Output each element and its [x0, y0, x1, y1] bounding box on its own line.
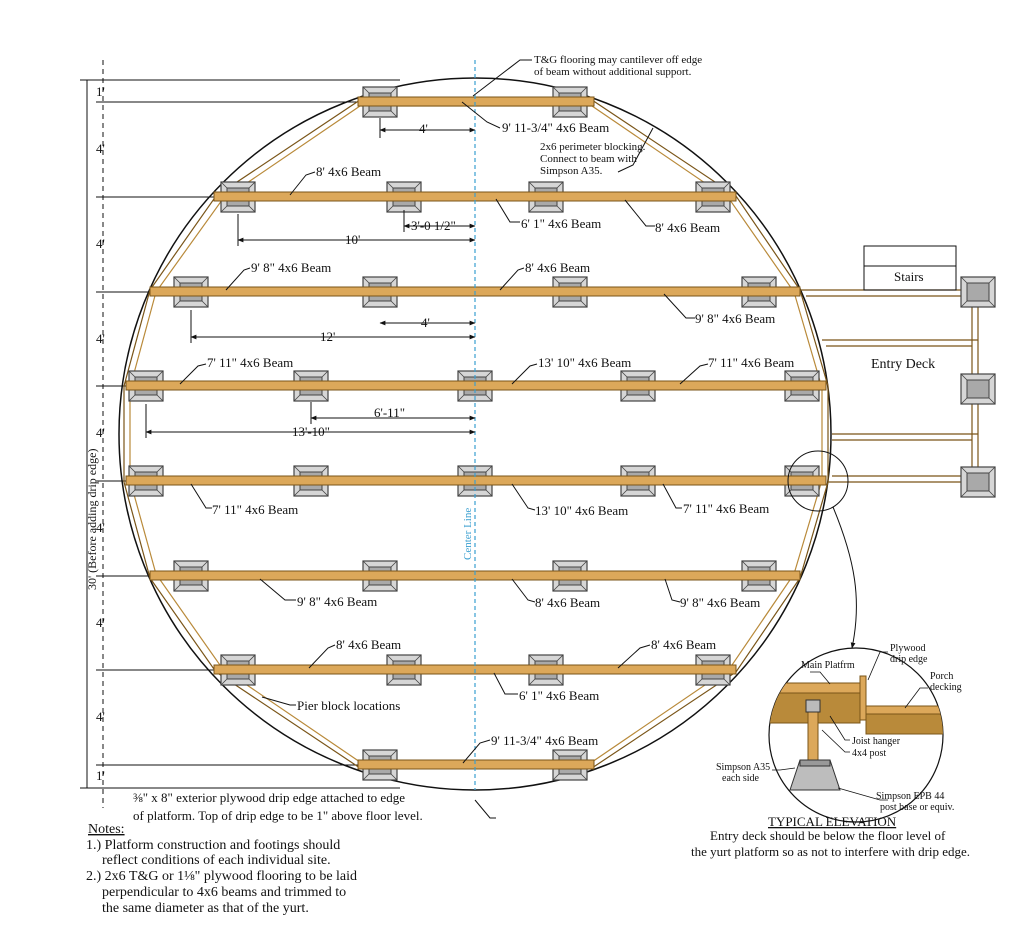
elev-a35-2: each side: [722, 773, 759, 784]
beam-label-r6-left: 9' 8" 4x6 Beam: [297, 594, 377, 609]
drip-edge-line2: of platform. Top of drip edge to be 1" a…: [133, 808, 423, 823]
elev-caption-1: Entry deck should be below the floor lev…: [710, 828, 946, 843]
beam-label-r4-left: 7' 11" 4x6 Beam: [207, 355, 293, 370]
notes: Notes: 1.) Platform construction and foo…: [86, 822, 357, 916]
elev-porch-1: Porch: [930, 671, 953, 682]
pier-block-note: Pier block locations: [297, 698, 400, 713]
beam-labels: 9' 11-3/4" 4x6 Beam 8' 4x6 Beam 6' 1" 4x…: [207, 120, 794, 748]
blocking-note-line3: Simpson A35.: [540, 165, 603, 177]
left-spacing-labels: 1' 4' 4' 4' 4' 4' 4' 4' 1': [96, 84, 105, 783]
dim-12ft: 12': [320, 329, 335, 344]
elev-a35-1: Simpson A35: [716, 762, 770, 773]
spacing-7: 4': [96, 615, 105, 630]
beam-label-r1: 9' 11-3/4" 4x6 Beam: [502, 120, 609, 135]
beam-label-r4-mid: 13' 10" 4x6 Beam: [538, 355, 631, 370]
detail-callout-circle: [787, 450, 849, 512]
spacing-5: 4': [96, 425, 105, 440]
spacing-4: 4': [96, 331, 105, 346]
top-annotations: T&G flooring may cantilever off edge of …: [133, 54, 702, 823]
beam-label-r7-mid: 6' 1" 4x6 Beam: [519, 688, 599, 703]
note-2c: the same diameter as that of the yurt.: [102, 901, 309, 916]
beam-label-r3-right: 9' 8" 4x6 Beam: [695, 311, 775, 326]
elev-epb-2: post base or equiv.: [880, 802, 954, 813]
tg-note-line2: of beam without additional support.: [534, 66, 692, 78]
note-2b: perpendicular to 4x6 beams and trimmed t…: [102, 885, 346, 900]
inner-dimension-lines: [145, 118, 476, 438]
beam-label-r7-right: 8' 4x6 Beam: [651, 637, 716, 652]
elev-epb-1: Simpson EPB 44: [876, 791, 944, 802]
typical-elevation-detail: TYPICAL ELEVATION Main Platfrm Plywood d…: [691, 643, 970, 859]
note-1b: reflect conditions of each individual si…: [102, 853, 331, 868]
elev-main-platform: Main Platfrm: [801, 660, 855, 671]
dim-10ft: 10': [345, 232, 360, 247]
spacing-8: 4': [96, 709, 105, 724]
beam-label-r3-mid: 8' 4x6 Beam: [525, 260, 590, 275]
detail-callout-arrow: [832, 506, 857, 649]
beam-label-r6-right: 9' 8" 4x6 Beam: [680, 595, 760, 610]
elev-porch-2: decking: [930, 682, 962, 693]
beam-label-r4-right: 7' 11" 4x6 Beam: [708, 355, 794, 370]
spacing-9: 1': [96, 768, 105, 783]
beam-label-r3-left: 9' 8" 4x6 Beam: [251, 260, 331, 275]
spacing-1: 1': [96, 84, 105, 99]
beam-leaders: [179, 101, 709, 764]
note-1a: 1.) Platform construction and footings s…: [86, 838, 340, 853]
elev-caption-2: the yurt platform so as not to interfere…: [691, 844, 970, 859]
beam-label-r2-right: 8' 4x6 Beam: [655, 220, 720, 235]
elev-plywood-2: drip edge: [890, 654, 928, 665]
elev-plywood-1: Plywood: [890, 643, 926, 654]
dim-13-10: 13'-10": [292, 424, 330, 439]
elev-post: 4x4 post: [852, 748, 886, 759]
elev-joist: Joist hanger: [852, 736, 901, 747]
beam-label-r6-mid: 8' 4x6 Beam: [535, 595, 600, 610]
note-2a: 2.) 2x6 T&G or 1⅛" plywood flooring to b…: [86, 869, 357, 884]
beam-label-r8: 9' 11-3/4" 4x6 Beam: [491, 733, 598, 748]
inner-dimension-labels: 4' 3'-0 1/2" 10' 4' 12' 6'-11" 13'-10": [292, 121, 456, 439]
elevation-title: TYPICAL ELEVATION: [768, 814, 897, 829]
beam-label-r5-right: 7' 11" 4x6 Beam: [683, 501, 769, 516]
beam-label-r2-left: 8' 4x6 Beam: [316, 164, 381, 179]
notes-heading: Notes:: [88, 822, 125, 837]
overall-dimension-label: 30' (Before adding drip edge): [85, 449, 99, 590]
center-line-label: Center Line: [462, 508, 474, 560]
beam-label-r5-mid: 13' 10" 4x6 Beam: [535, 503, 628, 518]
dim-4ft-a: 4': [419, 121, 428, 136]
drip-edge-line1: ⅜" x 8" exterior plywood drip edge attac…: [133, 790, 405, 805]
blocking-note-line2: Connect to beam with: [540, 153, 637, 165]
pier-blocks: [128, 86, 820, 781]
blocking-note-line1: 2x6 perimeter blocking.: [540, 141, 646, 153]
beam-label-r2-mid: 6' 1" 4x6 Beam: [521, 216, 601, 231]
dim-6-11: 6'-11": [374, 405, 405, 420]
spacing-6: 4': [96, 520, 105, 535]
stairs: [863, 245, 957, 291]
entry-deck: [800, 289, 979, 483]
tg-note-line1: T&G flooring may cantilever off edge: [534, 54, 702, 66]
spacing-2: 4': [96, 141, 105, 156]
overall-dimension: [80, 60, 400, 808]
annotation-leaders: [261, 59, 654, 819]
beam-label-r5-left: 7' 11" 4x6 Beam: [212, 502, 298, 517]
stairs-label: Stairs: [894, 269, 924, 284]
dim-3ft: 3'-0 1/2": [411, 218, 456, 233]
beam-label-r7-left: 8' 4x6 Beam: [336, 637, 401, 652]
entry-deck-label: Entry Deck: [871, 357, 935, 372]
spacing-3: 4': [96, 236, 105, 251]
beam-overlays: [125, 96, 827, 770]
dim-4ft-b: 4': [421, 315, 430, 330]
